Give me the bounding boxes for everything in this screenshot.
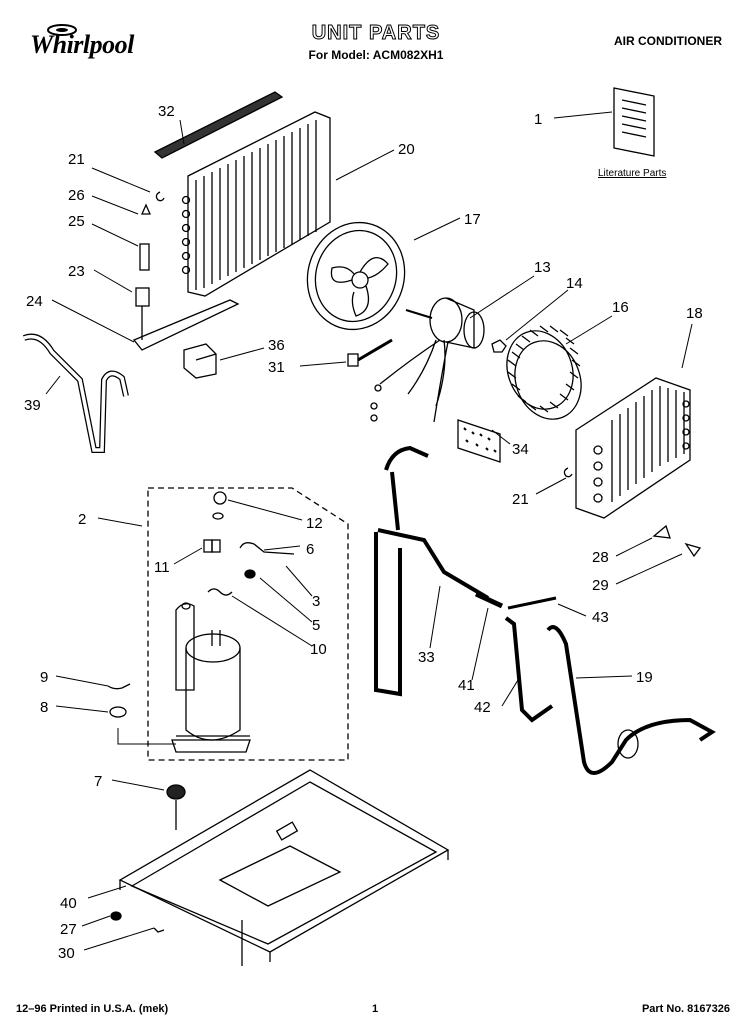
callout-20: 20 (398, 141, 415, 158)
compressor (171, 602, 251, 753)
compressor-group-outline (147, 487, 349, 761)
callout-7: 7 (94, 773, 102, 790)
mounting-clip (107, 683, 131, 690)
clip-evaporator (563, 467, 573, 478)
callout-19: 19 (636, 669, 653, 686)
callout-2: 2 (78, 511, 86, 528)
terminal-cap (244, 569, 256, 579)
page-number: 1 (372, 1003, 379, 1015)
fan-shroud (306, 221, 406, 331)
bracket (652, 524, 671, 539)
callout-9: 9 (40, 669, 48, 686)
washer (212, 512, 224, 520)
callout-14: 14 (566, 275, 583, 292)
mounting-grommet (109, 706, 127, 718)
literature-card (613, 87, 655, 157)
callout-40: 40 (60, 895, 77, 912)
grommet (213, 491, 227, 505)
callout-13: 13 (534, 259, 551, 276)
base-pan (118, 769, 450, 966)
drain-tube (132, 299, 240, 351)
blower-wheel (506, 325, 582, 420)
bent-tube (22, 333, 129, 453)
callout-25: 25 (68, 213, 85, 230)
print-info: 12–96 Printed in U.S.A. (mek) (16, 1003, 169, 1015)
foam-block (183, 343, 217, 379)
callout-23: 23 (68, 263, 85, 280)
suction-tube (546, 625, 716, 775)
blower-nut (491, 339, 507, 353)
callout-21: 21 (68, 151, 85, 168)
tube-coupling (135, 287, 150, 307)
capacitor-clip (203, 539, 221, 553)
process-tube (474, 591, 504, 609)
callout-3: 3 (312, 593, 320, 610)
fan-motor (370, 297, 485, 423)
callout-16: 16 (612, 299, 629, 316)
model-line: For Model: ACM082XH1 (308, 48, 444, 62)
whirlpool-logo (47, 24, 77, 36)
callout-34: 34 (512, 441, 529, 458)
callout-41: 41 (458, 677, 475, 694)
callout-12: 12 (306, 515, 323, 532)
screw (684, 542, 702, 558)
filter-pad (457, 419, 501, 463)
tube-assembly (374, 445, 490, 697)
callout-labels: 1 2 3 5 6 7 8 9 10 11 12 13 14 16 17 18 … (24, 103, 703, 962)
callout-8: 8 (40, 699, 48, 716)
callout-leaders (45, 111, 693, 951)
callout-28: 28 (592, 549, 609, 566)
callout-42: 42 (474, 699, 491, 716)
callout-39: 39 (24, 397, 41, 414)
callout-1: 1 (534, 111, 542, 128)
callout-27: 27 (60, 921, 77, 938)
return-tube (504, 616, 554, 723)
callout-36: 36 (268, 337, 285, 354)
callout-32: 32 (158, 103, 175, 120)
terminal-cover (207, 588, 233, 596)
callout-24: 24 (26, 293, 43, 310)
product-category: AIR CONDITIONER (614, 34, 722, 48)
callout-21b: 21 (512, 491, 529, 508)
short-tube (507, 596, 557, 610)
callout-31: 31 (268, 359, 285, 376)
callout-26: 26 (68, 187, 85, 204)
evaporator-coil (575, 377, 691, 519)
callout-17: 17 (464, 211, 481, 228)
cap (140, 203, 152, 215)
callout-11: 11 (154, 559, 170, 576)
thermostat (347, 338, 393, 367)
condenser-coil (181, 111, 331, 297)
part-number: Part No. 8167326 (641, 1003, 730, 1015)
tube-insulator (139, 243, 150, 271)
clip (155, 191, 165, 202)
callout-10: 10 (310, 641, 327, 658)
overload-clip (239, 542, 295, 555)
callout-5: 5 (312, 617, 320, 634)
callout-18: 18 (686, 305, 703, 322)
page-title: UNIT PARTS (311, 22, 441, 45)
callout-30: 30 (58, 945, 75, 962)
base-clip (153, 927, 165, 933)
base-screw (110, 911, 122, 921)
seal-strip (153, 91, 284, 159)
callout-6: 6 (306, 541, 314, 558)
callout-29: 29 (592, 577, 609, 594)
literature-parts-caption: Literature Parts (598, 168, 667, 179)
callout-43: 43 (592, 609, 609, 626)
base-grommet (166, 784, 186, 800)
callout-33: 33 (418, 649, 435, 666)
brand-logo-text: Whirlpool (30, 30, 134, 59)
